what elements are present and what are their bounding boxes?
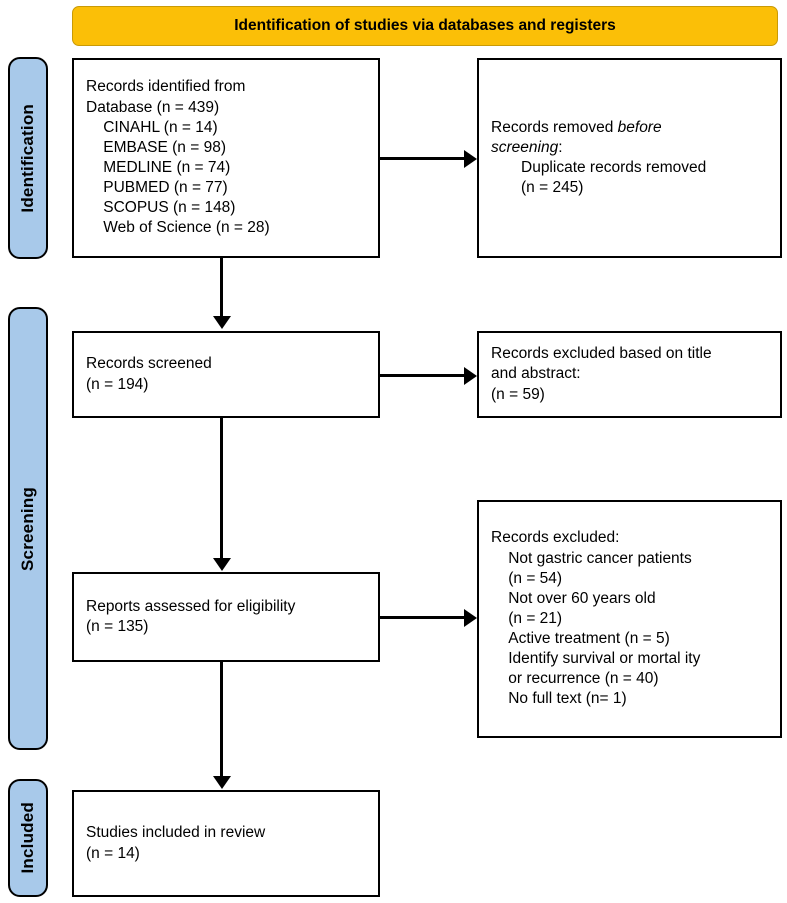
- connector-eligibility-to-included: [220, 662, 223, 777]
- box-records-identified: Records identified from Database (n = 43…: [72, 58, 380, 258]
- arrow-right-icon-to-excluded-title: [464, 367, 477, 385]
- stage-label-screening: Screening: [18, 486, 37, 571]
- box-records-identified-text: Records identified from Database (n = 43…: [86, 78, 270, 237]
- connector-identified-to-screened: [220, 258, 223, 322]
- box-records-excluded-title-abstract-text: Records excluded based on title and abst…: [491, 345, 712, 403]
- box-records-excluded-title-abstract: Records excluded based on title and abst…: [477, 331, 782, 418]
- arrow-right-icon-to-removed: [464, 150, 477, 168]
- header-banner: Identification of studies via databases …: [72, 6, 778, 46]
- box-records-removed-text: Records removed before screening: Duplic…: [479, 118, 780, 199]
- stage-bar-identification: Identification: [8, 57, 48, 259]
- stage-label-included: Included: [18, 802, 37, 874]
- connector-screened-to-excluded-title: [380, 374, 468, 377]
- header-banner-text: Identification of studies via databases …: [234, 17, 616, 34]
- box-reports-assessed-eligibility: Reports assessed for eligibility (n = 13…: [72, 572, 380, 662]
- connector-eligibility-to-excluded-reasons: [380, 616, 468, 619]
- arrow-down-icon-to-included: [213, 776, 231, 789]
- box-records-removed-before-screening: Records removed before screening: Duplic…: [477, 58, 782, 258]
- box-reports-assessed-eligibility-text: Reports assessed for eligibility (n = 13…: [86, 597, 296, 635]
- arrow-down-icon-to-screened: [213, 316, 231, 329]
- removed-line2-italic: screening: [491, 138, 559, 156]
- removed-line3: Duplicate records removed: [521, 159, 707, 176]
- box-records-excluded-reasons-text: Records excluded: Not gastric cancer pat…: [491, 529, 701, 708]
- removed-line2-colon: :: [558, 138, 563, 156]
- box-records-excluded-reasons: Records excluded: Not gastric cancer pat…: [477, 500, 782, 738]
- arrow-right-icon-to-excluded-reasons: [464, 609, 477, 627]
- box-records-screened-text: Records screened (n = 194): [86, 355, 212, 393]
- box-studies-included: Studies included in review (n = 14): [72, 790, 380, 897]
- connector-screened-to-eligibility: [220, 418, 223, 559]
- stage-label-identification: Identification: [18, 103, 37, 213]
- removed-line1-prefix: Records removed: [491, 118, 618, 136]
- box-records-screened: Records screened (n = 194): [72, 331, 380, 418]
- removed-line1-italic: before: [617, 118, 662, 136]
- removed-line4: (n = 245): [521, 179, 584, 197]
- stage-bar-included: Included: [8, 779, 48, 897]
- box-studies-included-text: Studies included in review (n = 14): [86, 824, 266, 862]
- stage-bar-screening: Screening: [8, 307, 48, 750]
- arrow-down-icon-to-eligibility: [213, 558, 231, 571]
- connector-identified-to-removed: [380, 157, 468, 160]
